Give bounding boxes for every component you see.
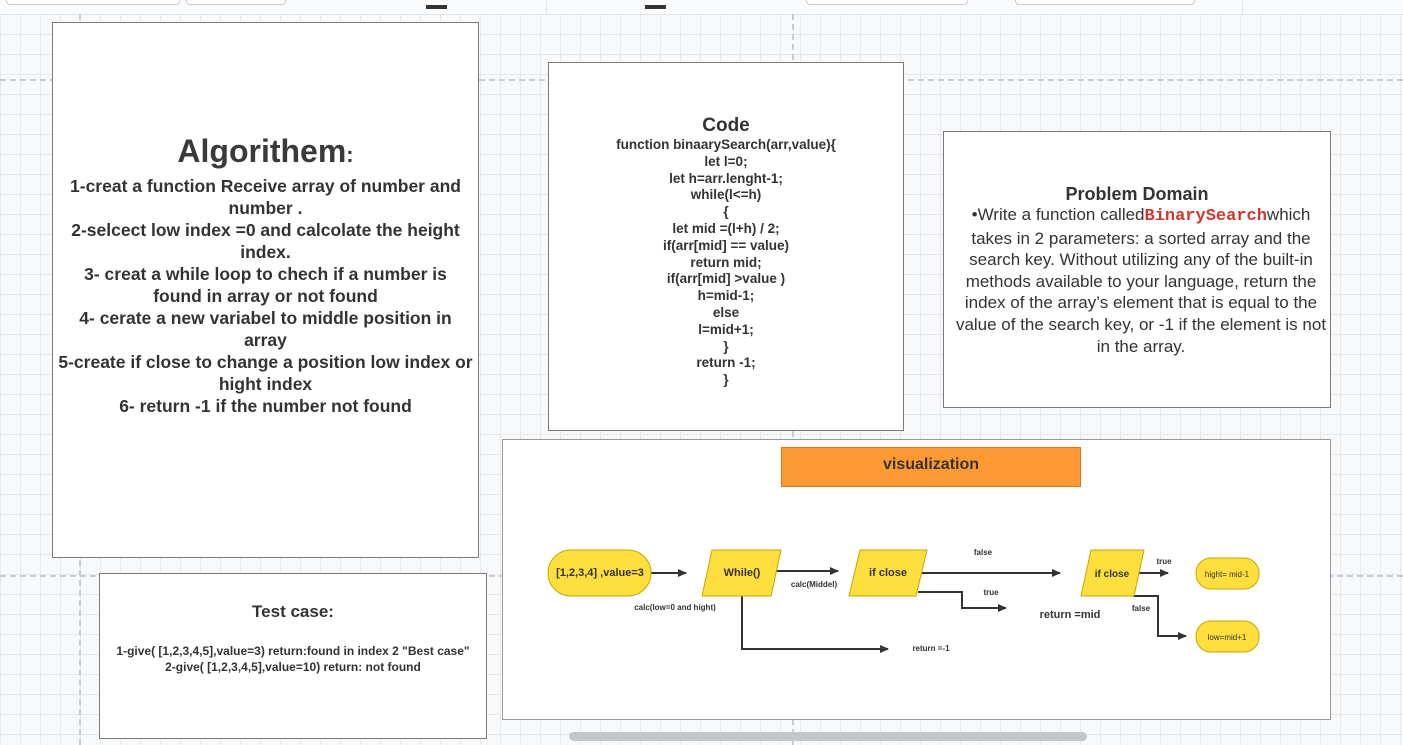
if-node[interactable] [848,549,928,597]
code-line: return -1; [696,355,756,371]
edge-label: false [974,548,993,557]
toolbar-separator [1242,0,1243,14]
toolbar-separator [546,0,547,14]
code-title: Code [702,115,750,136]
top-toolbar [0,0,1403,15]
algorithm-step: 2-selcect low index =0 and calcolate the… [71,220,460,262]
code-line: while(l<=h) [690,187,762,203]
edge-label: calc(low=0 and hight) [634,603,716,612]
algorithm-step: 6- return -1 if the number not found [119,396,412,416]
test-case-list: 1-give( [1,2,3,4,5],value=3) return:foun… [100,644,486,675]
toolbar-field[interactable] [6,0,180,5]
input-node[interactable] [547,549,652,597]
code-line: } [723,338,729,354]
algorithm-step: 1-creat a function Receive array of numb… [70,176,461,218]
code-line: if(arr[mid] >value ) [666,271,786,287]
test-case-card[interactable]: Test case: 1-give( [1,2,3,4,5],value=3) … [99,573,487,739]
toolbar-field[interactable] [806,0,968,5]
problem-domain-card[interactable]: Problem Domain •Write a function calledB… [943,131,1331,408]
problem-domain-text: •Write a function calledBinarySearchwhic… [954,204,1328,357]
algorithm-step: 3- creat a while loop to chech if a numb… [84,264,447,306]
algorithm-card[interactable]: Algorithem: 1-creat a function Receive a… [52,22,479,558]
visualization-banner[interactable]: visualization [781,447,1081,487]
algorithm-title: Algorithem: [177,133,354,169]
flow-arrow [741,596,889,653]
code-line: { [723,204,729,220]
algorithm-step: 5-create if close to change a position l… [58,352,473,394]
algorithm-step: 4- cerate a new variabel to middle posit… [79,308,452,350]
flow-arrow [918,591,1007,612]
code-line: return mid; [690,254,762,270]
toolbar-field[interactable] [186,0,286,5]
test-case-title: Test case: [252,602,334,621]
inline-code: BinarySearch [1144,207,1267,226]
hight-node-label: hight= mid-1 [1205,570,1250,579]
bullet: • [971,205,978,224]
horizontal-scrollbar[interactable] [569,732,1087,741]
algorithm-steps: 1-creat a function Receive array of numb… [58,175,473,417]
problem-text-part: Write a function called [977,205,1145,224]
problem-domain-title: Problem Domain [1065,184,1209,204]
hight-node[interactable] [1195,557,1260,590]
code-block: function binaarySearch(arr,value){ let l… [549,137,903,389]
while-node-label: While() [724,567,761,579]
edge-label: true [1156,557,1172,566]
code-line: function binaarySearch(arr,value){ [616,137,836,152]
code-line: if(arr[mid] == value) [662,237,790,253]
toolbar-field[interactable] [1015,0,1195,5]
if-node-label: if close [869,567,907,579]
toolbar-marker [645,5,666,9]
code-line: let h=arr.lenght-1; [669,170,783,186]
problem-text-part: which takes in 2 parameters: a sorted ar… [955,205,1327,356]
edge-label: calc(Middel) [791,580,838,589]
code-line: let mid =(l+h) / 2; [672,220,780,236]
edge-label: true [983,588,999,597]
low-node[interactable] [1195,620,1260,653]
test-case-line: 2-give( [1,2,3,4,5],value=10) return: no… [165,659,421,674]
while-node[interactable] [701,549,782,597]
input-node-label: [1,2,3,4] ,value=3 [556,567,644,579]
edge-label: false [1132,604,1151,613]
code-card[interactable]: Code function binaarySearch(arr,value){ … [548,62,904,431]
if-node-label: if close [1095,569,1130,580]
code-line: let l=0; [704,153,748,169]
if-node[interactable] [1080,549,1145,597]
low-node-label: low=mid+1 [1208,633,1247,642]
toolbar-marker [426,5,447,9]
return-neg-label: return =-1 [912,644,950,653]
code-line: } [723,372,729,388]
code-line: h=mid-1; [697,288,755,304]
return-mid-label: return =mid [1040,609,1101,621]
code-line: else [712,304,740,320]
test-case-line: 1-give( [1,2,3,4,5],value=3) return:foun… [116,644,470,658]
flow-arrow [1133,595,1187,640]
code-line: l=mid+1; [698,321,754,337]
